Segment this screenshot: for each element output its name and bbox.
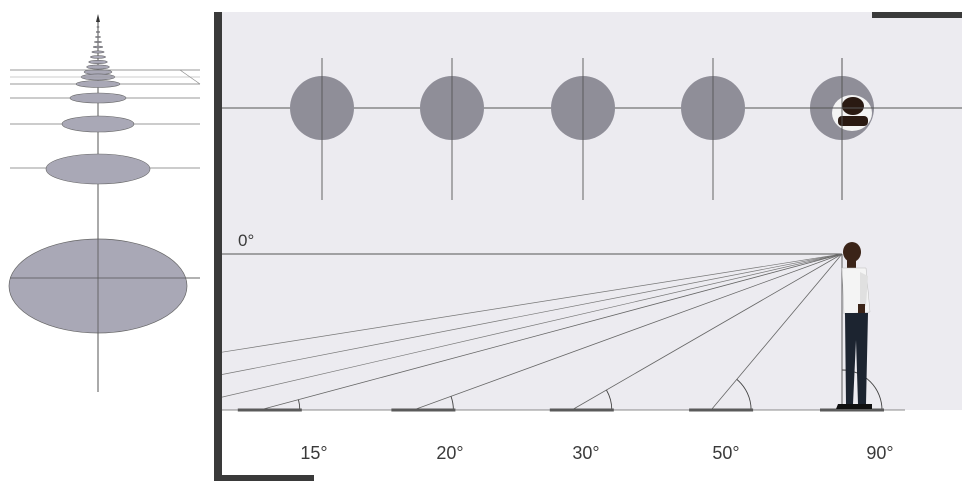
frame-bottom-bar — [214, 475, 314, 481]
guide-line — [179, 69, 201, 85]
cone-ring — [88, 60, 108, 64]
angle-labels: 15° 20° 30° 50° 90° — [300, 443, 893, 463]
angle-label-90: 90° — [866, 443, 893, 463]
person-trousers — [845, 313, 868, 404]
person-head — [843, 242, 861, 262]
head-top-arms — [838, 116, 868, 126]
cone-ring — [91, 50, 105, 54]
ground-mark-50 — [689, 408, 754, 412]
main-panel: 0° 15° 20° 30° 50° 90° — [214, 12, 962, 481]
person-arm — [860, 272, 868, 306]
sight-line-20 — [413, 253, 843, 411]
frame-top-bar — [872, 12, 962, 18]
sight-line-50 — [710, 253, 843, 411]
sight-line-extra — [221, 253, 843, 375]
ground-mark-20 — [391, 408, 456, 412]
ground-mark-90 — [820, 408, 884, 412]
ground-mark-15 — [237, 408, 302, 412]
person-shoe-right — [856, 404, 872, 409]
cone-ring — [92, 45, 104, 49]
ground-marks — [237, 408, 884, 412]
angle-label-15: 15° — [300, 443, 327, 463]
ellipse-stack-panel — [8, 14, 201, 392]
ellipse-layer — [61, 115, 135, 133]
foreshortened-cone — [80, 14, 116, 81]
frame-left-bar — [214, 12, 222, 480]
sight-line-30 — [571, 253, 843, 411]
ellipse-layer — [75, 80, 121, 88]
angle-arc-50 — [736, 379, 752, 411]
standing-person — [836, 242, 872, 409]
person-hand — [858, 304, 865, 316]
cone-ring — [89, 55, 107, 59]
cone-ring — [94, 36, 102, 38]
sight-line-extra — [221, 253, 843, 398]
horizon-label: 0° — [238, 231, 254, 250]
disc-row — [290, 58, 874, 200]
cone-ring — [96, 26, 100, 28]
sight-line-15 — [259, 253, 843, 411]
angle-label-30: 30° — [572, 443, 599, 463]
cone-tip — [96, 14, 100, 22]
ellipse-layer — [69, 92, 127, 104]
ellipse-layer — [45, 153, 151, 185]
cone-ring — [86, 64, 110, 70]
person-shoe-left — [836, 404, 856, 409]
head-top-view — [810, 58, 962, 200]
sight-line-extra — [221, 253, 843, 353]
cone-ring — [93, 41, 103, 43]
sight-lines — [221, 253, 843, 411]
person-neck — [847, 260, 856, 269]
cone-ring — [95, 31, 101, 33]
ground-mark-30 — [549, 408, 614, 412]
head-top-hair — [842, 97, 864, 115]
angle-label-50: 50° — [712, 443, 739, 463]
angle-label-20: 20° — [436, 443, 463, 463]
